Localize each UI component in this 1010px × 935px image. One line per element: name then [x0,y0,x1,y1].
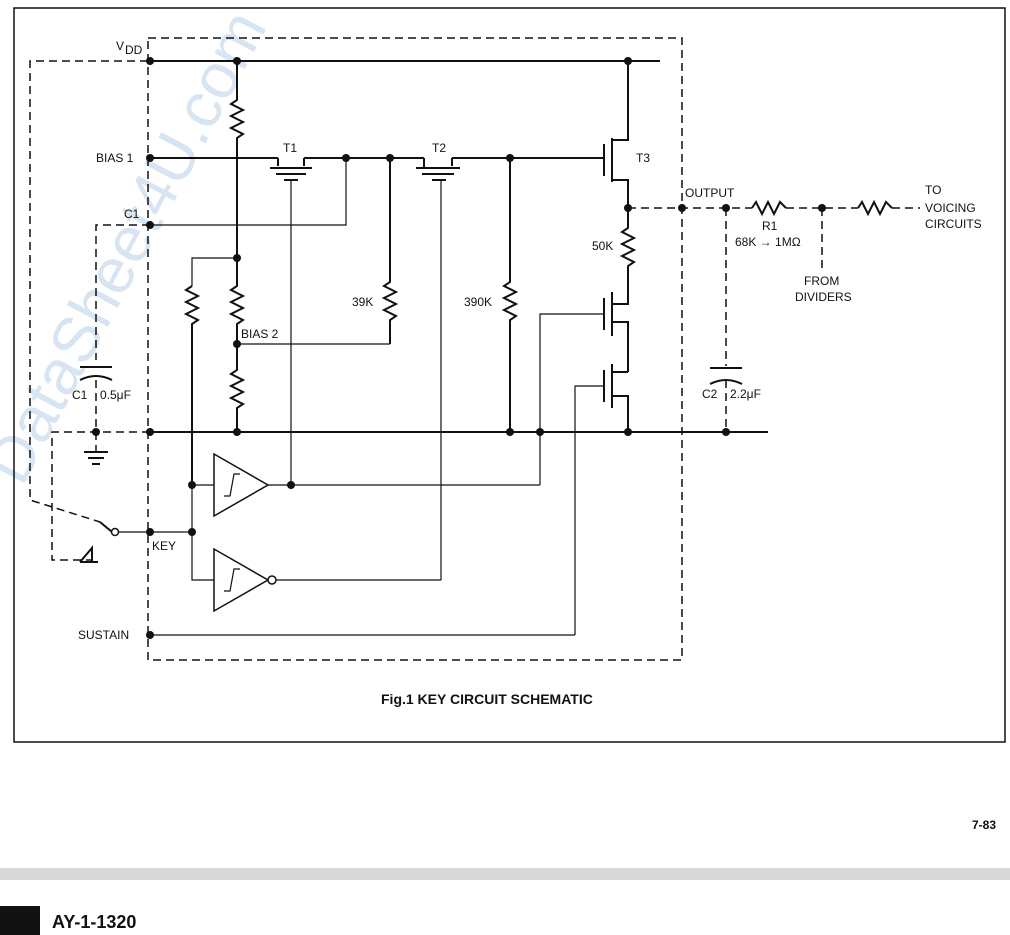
r1-value-label: 68K → 1MΩ [735,235,801,249]
c2-value-label: 2.2μF [730,387,761,401]
manufacturer-logo [0,906,40,935]
footer-part-number: AY-1-1320 [52,912,137,932]
bias-resistor-top [228,61,246,262]
c1-cap-label: C1 [72,388,88,402]
sustain-label: SUSTAIN [78,628,129,642]
key-pullup-resistor [183,257,237,489]
bias1-label: BIAS 1 [96,151,134,165]
chip-boundary [147,37,683,661]
bias-resistor-middle [228,258,246,432]
vdd-rail [29,57,660,523]
transistor-t1 [270,157,346,485]
page-footer-band [0,868,1010,880]
r39k-label: 39K [352,295,373,309]
resistor-50k [619,208,637,304]
resistor-390k [501,158,519,432]
capacitor-c1 [79,366,113,465]
transistor-t2 [416,154,604,580]
output-net [628,199,920,270]
from-dividers-label-2: DIVIDERS [795,290,852,304]
to-voicing-label-2: VOICING [925,201,976,215]
output-label: OUTPUT [685,186,735,200]
t1-t2-node [150,154,424,226]
c1-pin [95,221,154,360]
bias1-line [146,154,279,166]
schmitt-inverter [191,532,441,613]
output-transistor-lower [539,292,629,485]
bias2-label: BIAS 2 [241,327,279,341]
c1-value-label: 0.5μF [100,388,131,402]
r50k-label: 50K [592,239,613,253]
vdd-label: V [116,39,124,53]
sustain-line [146,385,604,639]
from-dividers-label-1: FROM [804,274,839,288]
r1-label: R1 [762,219,778,233]
page-number: 7-83 [972,818,997,832]
key-switch [79,485,196,563]
resistor-39k [237,158,399,345]
t2-label: T2 [432,141,446,155]
c1-pin-label: C1 [124,207,140,221]
schmitt-buffer [192,452,540,518]
transistor-t3 [603,61,632,212]
to-voicing-label-3: CIRCUITS [925,217,982,231]
r390k-label: 390K [464,295,492,309]
t3-label: T3 [636,151,650,165]
c2-cap-label: C2 [702,387,718,401]
capacitor-c2 [709,208,743,432]
figure-frame [13,7,1006,743]
key-label: KEY [152,539,176,553]
vdd-subscript: DD [125,43,143,57]
to-voicing-label-1: TO [925,183,941,197]
t1-label: T1 [283,141,297,155]
figure-caption: Fig.1 KEY CIRCUIT SCHEMATIC [381,691,593,707]
